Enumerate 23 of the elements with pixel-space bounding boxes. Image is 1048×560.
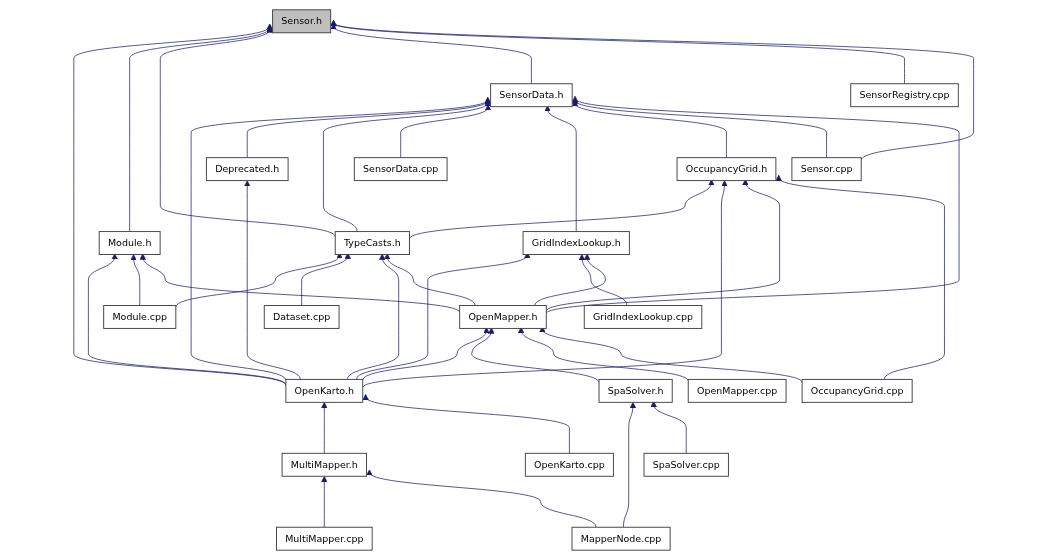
- node-box: MultiMapper.h: [281, 452, 368, 477]
- node-box: GridIndexLookup.cpp: [584, 305, 703, 329]
- node-box: OpenKarto.cpp: [525, 452, 615, 477]
- node-box: MultiMapper.cpp: [276, 526, 373, 551]
- node-box: Sensor.h: [272, 9, 332, 34]
- node-box: SensorRegistry.cpp: [850, 83, 960, 108]
- node-box: SpaSolver.cpp: [643, 452, 730, 477]
- node-box: GridIndexLookup.h: [522, 231, 631, 255]
- node-box: SensorData.cpp: [354, 157, 448, 182]
- node-box: TypeCasts.h: [335, 231, 411, 255]
- node-box: Module.cpp: [103, 305, 177, 329]
- node-box: SpaSolver.h: [598, 378, 673, 403]
- node-box: Dataset.cpp: [264, 305, 340, 329]
- node-box: Module.h: [99, 231, 161, 255]
- node-box: OccupancyGrid.cpp: [801, 378, 913, 403]
- node-box: MapperNode.cpp: [571, 526, 671, 551]
- node-box: OpenMapper.h: [459, 305, 548, 329]
- node-box: SensorData.h: [490, 83, 573, 108]
- node-box: Deprecated.h: [206, 157, 289, 182]
- node-box: OpenKarto.h: [285, 378, 364, 403]
- node-box: OccupancyGrid.h: [676, 157, 777, 182]
- node-box: OpenMapper.cpp: [688, 378, 787, 403]
- node-box: Sensor.cpp: [791, 157, 862, 182]
